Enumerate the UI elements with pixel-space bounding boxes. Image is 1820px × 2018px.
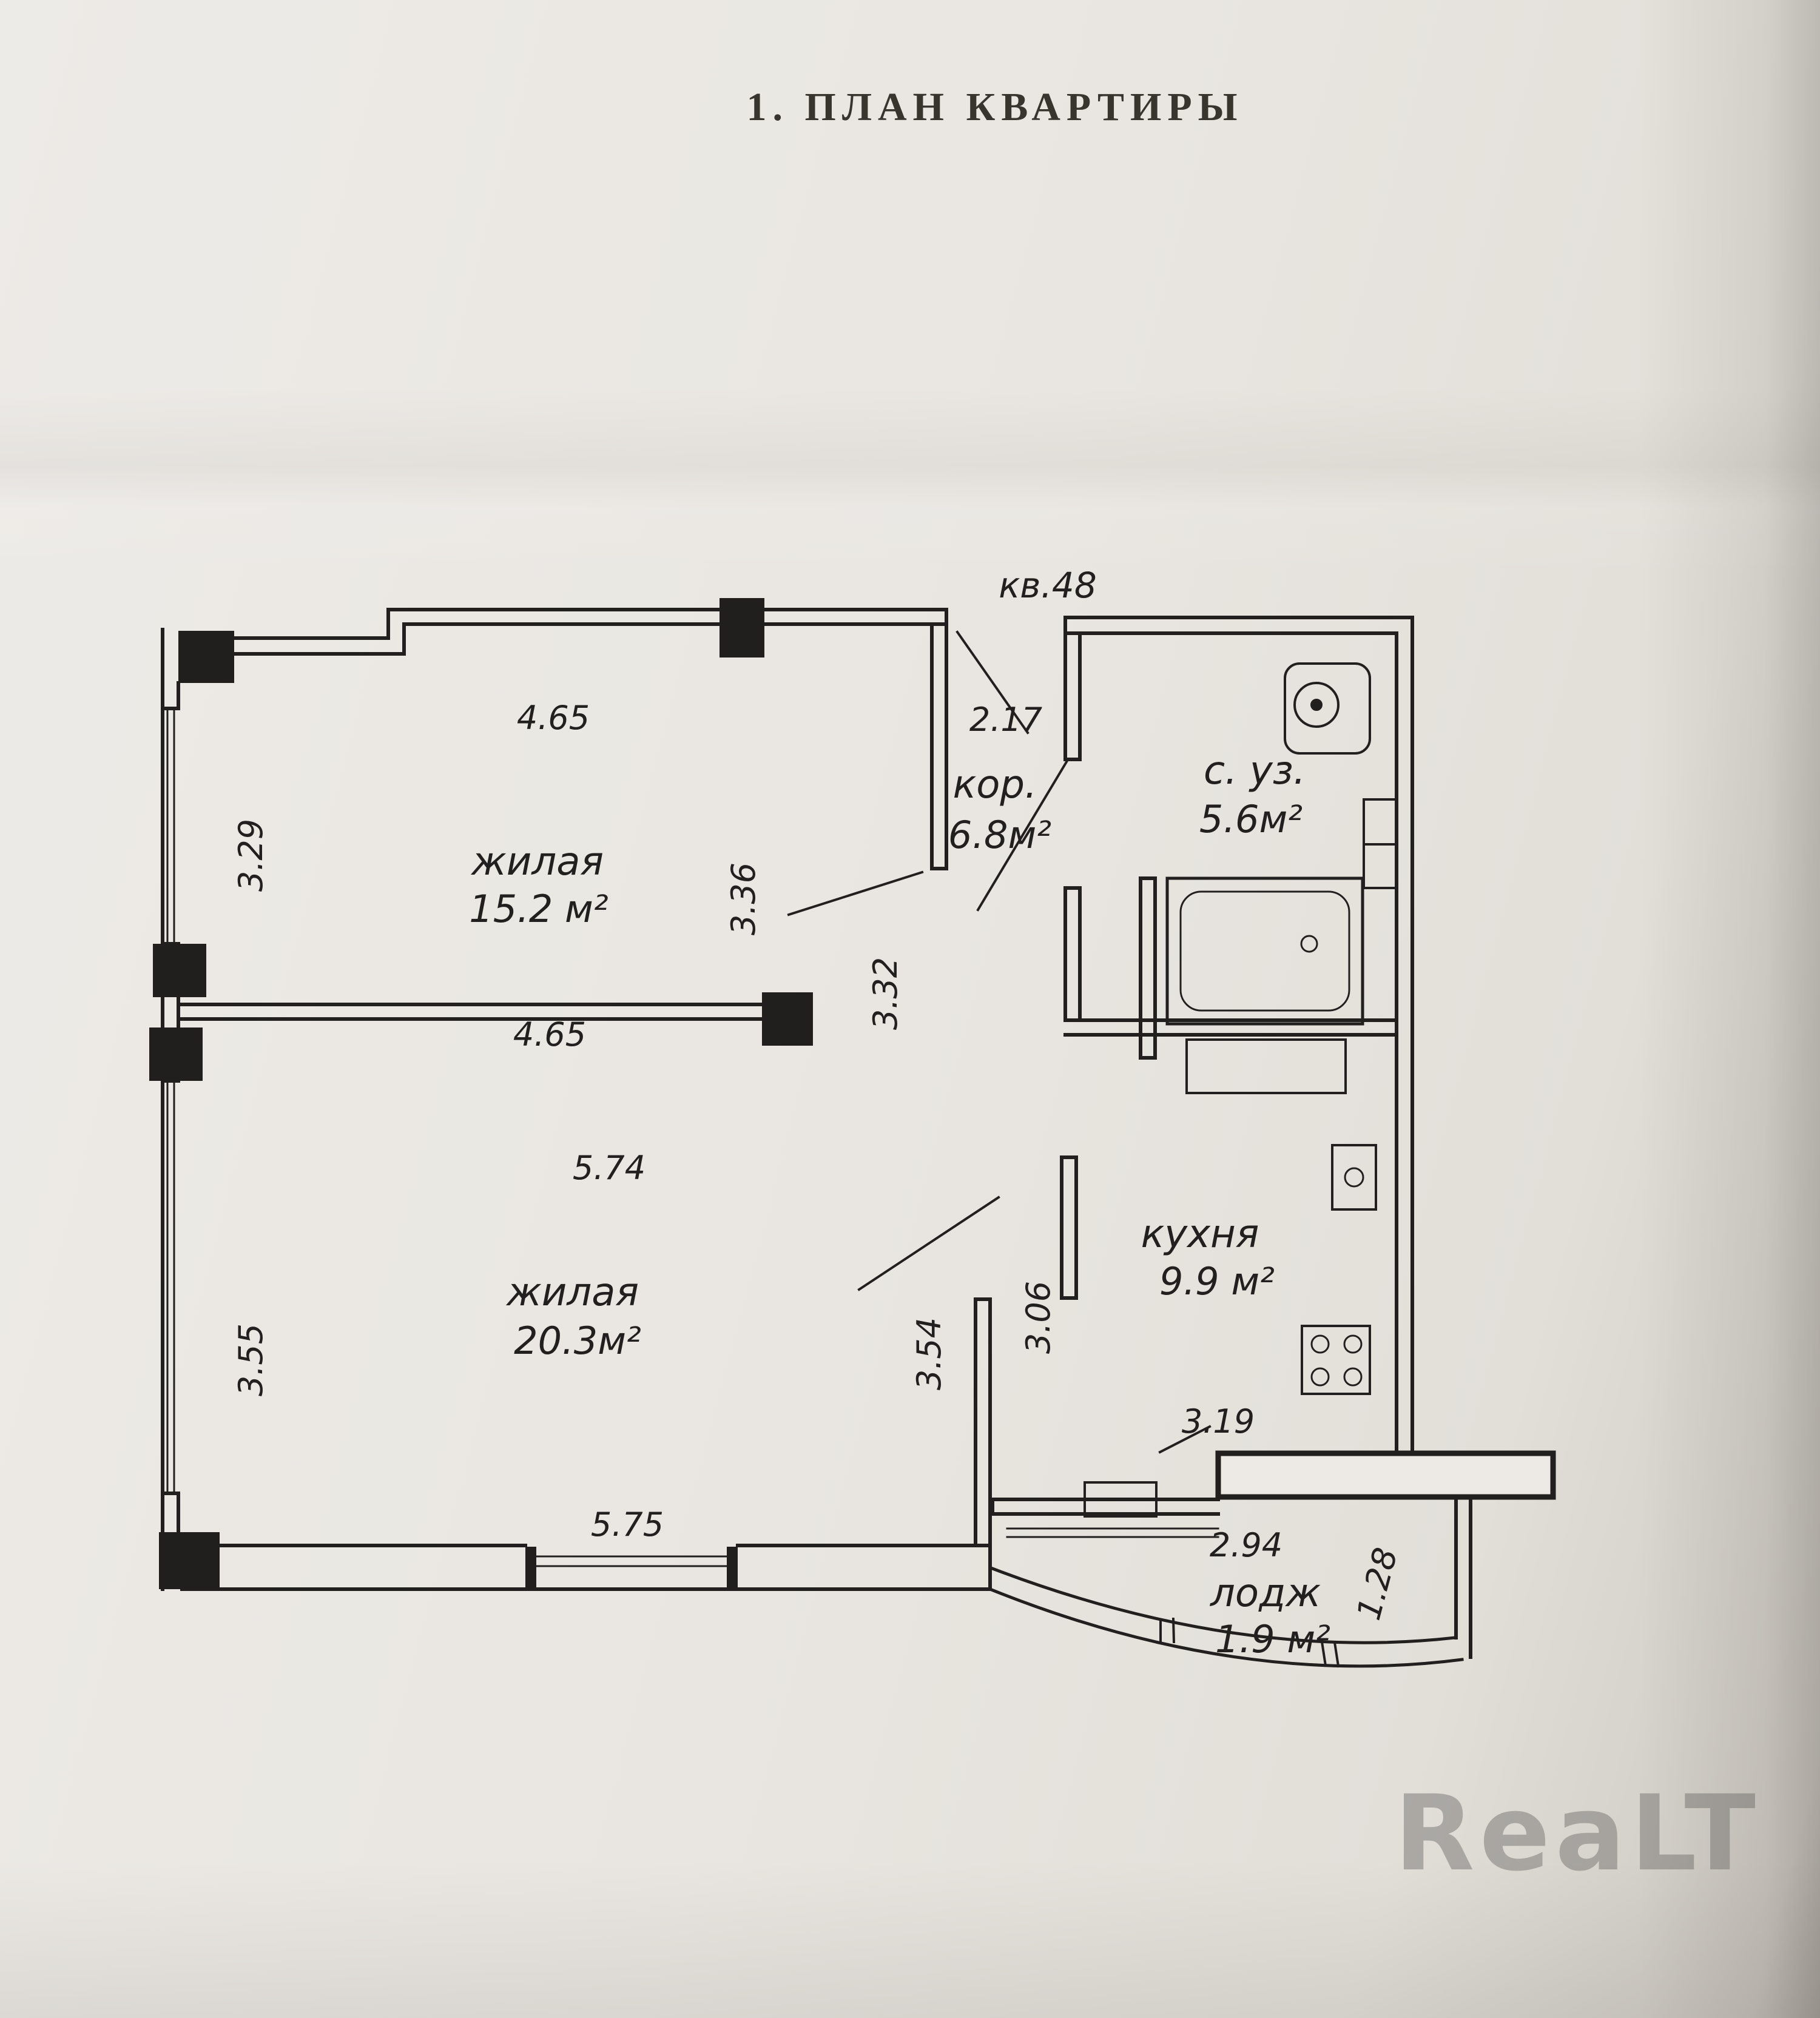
dim-loggia-depth: 1.28: [1349, 1544, 1405, 1624]
loggia-glazing-arc: [988, 1566, 1464, 1668]
dim-living2-right: 3.54: [910, 1317, 948, 1390]
kitchen-sink-icon: [1331, 1144, 1377, 1211]
pier: [159, 1532, 220, 1589]
door-swing-lines: [857, 630, 1068, 1291]
stove-body: [1301, 1325, 1371, 1395]
bathtub-icon: [1165, 876, 1364, 1026]
dim-living1-left: 3.29: [232, 819, 270, 892]
realt-watermark: ReaLT: [1394, 1772, 1761, 1894]
pier: [149, 1027, 203, 1081]
fixtures-group: [1165, 662, 1398, 1395]
loggia-mullion-ticks: [1159, 1617, 1340, 1668]
dim-living2-bottom: 5.75: [591, 1505, 664, 1544]
interior-wall-lines: [177, 622, 1472, 1659]
toilet-bowl: [1284, 662, 1371, 755]
pier: [525, 1547, 536, 1588]
dim-entry-width: 2.17: [969, 701, 1042, 739]
dim-living1-top: 4.65: [517, 699, 590, 737]
bathtub-drain: [1300, 935, 1318, 953]
bathtub-outer: [1165, 876, 1364, 1026]
walls-group: [161, 608, 1556, 1668]
kitchen-area-label: 9.9 м²: [1159, 1259, 1275, 1303]
dim-loggia-width: 2.94: [1210, 1526, 1282, 1564]
stove-burner: [1343, 1367, 1363, 1387]
wall-piers-group: [149, 598, 813, 1589]
loggia-area-label: 1.9 м²: [1215, 1617, 1330, 1661]
stove-icon: [1301, 1325, 1371, 1395]
dim-kitchen-wall: 3.19: [1182, 1402, 1255, 1441]
kitchen-name-label: кухня: [1141, 1212, 1259, 1257]
bathroom-area-label: 5.6м²: [1199, 797, 1303, 841]
toilet-seat: [1293, 682, 1340, 728]
bath-sink-icon: [1363, 798, 1398, 889]
stove-burner: [1310, 1367, 1330, 1387]
dim-living2-left: 3.55: [232, 1323, 270, 1396]
dim-living1-right: 3.36: [724, 863, 763, 935]
living1-area-label: 15.2 м²: [469, 887, 608, 931]
page-title: 1. ПЛАН КВАРТИРЫ: [746, 85, 1243, 129]
dim-living2-top: 5.74: [573, 1149, 645, 1187]
kitchen-sink-drain: [1344, 1167, 1364, 1188]
living2-area-label: 20.3м²: [514, 1319, 641, 1363]
window-glazing-lines: [166, 710, 1219, 1567]
washer-icon: [1185, 1038, 1347, 1094]
pier: [727, 1547, 738, 1588]
pier: [720, 598, 764, 658]
toilet-icon: [1284, 662, 1371, 755]
bathroom-name-label: с. уз.: [1204, 748, 1306, 793]
pier: [178, 631, 234, 683]
pier: [153, 944, 206, 997]
living2-name-label: жилая: [505, 1270, 639, 1315]
toilet-drain: [1310, 699, 1323, 711]
dimension-leader-lines: [787, 870, 1212, 1454]
loggia-name-label: лодж: [1209, 1571, 1321, 1616]
bathtub-inner: [1179, 890, 1350, 1012]
corridor-name-label: кор.: [953, 762, 1037, 807]
dim-living1-bottom: 4.65: [513, 1015, 586, 1054]
stove-burner: [1343, 1334, 1363, 1354]
kitchen-sink-body: [1331, 1144, 1377, 1211]
apartment-number-label: кв.48: [999, 565, 1096, 606]
pier: [762, 992, 813, 1046]
dim-corridor-length: 3.32: [866, 957, 905, 1030]
living1-name-label: жилая: [470, 839, 604, 884]
exterior-wall-lines: [161, 608, 1414, 1591]
loggia-door-threshold: [1084, 1481, 1158, 1518]
dim-hall-depth: 3.06: [1019, 1281, 1057, 1354]
exterior-wall-bar: [1215, 1450, 1556, 1500]
corridor-area-label: 6.8м²: [948, 813, 1051, 857]
stove-burner: [1310, 1334, 1330, 1354]
labels-group: кв.48 2.17 кор. 6.8м² с. уз. 5.6м² 4.65 …: [232, 565, 1405, 1661]
